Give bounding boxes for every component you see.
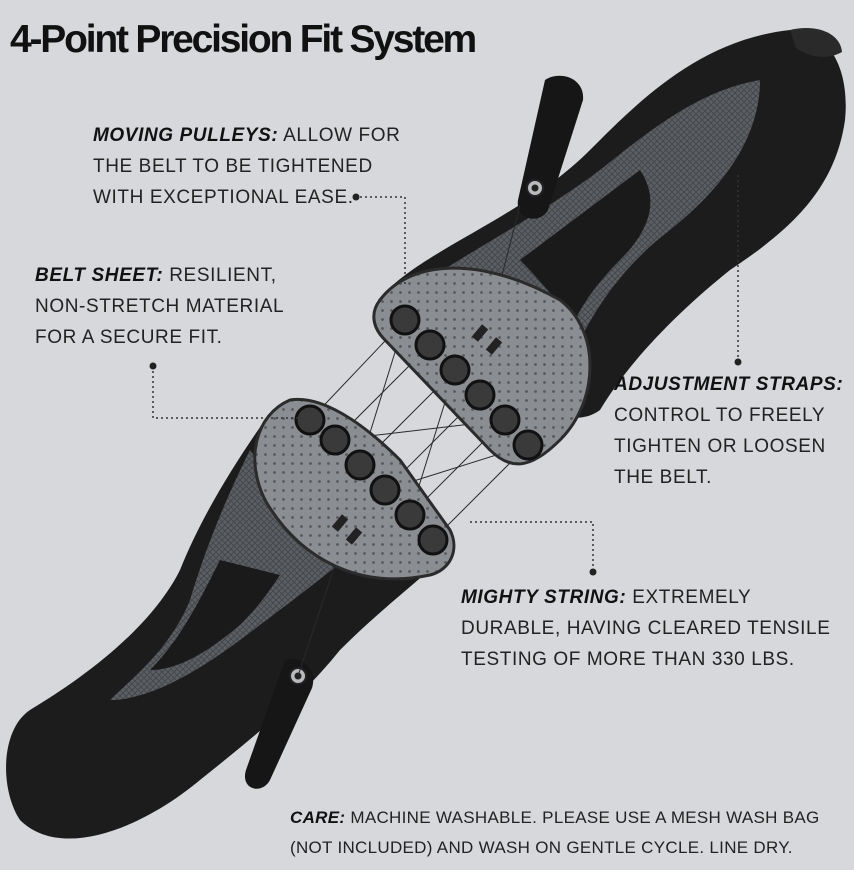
callout-label: CARE: — [290, 808, 346, 827]
callout-text: THE BELT. — [614, 467, 712, 488]
callout-care: CARE: MACHINE WASHABLE. PLEASE USE A MES… — [290, 803, 820, 863]
leader-dots — [149, 193, 742, 576]
leader-lines — [152, 175, 739, 572]
callout-mighty-string: MIGHTY STRING: EXTREMELY DURABLE, HAVING… — [461, 582, 831, 675]
callout-text: RESILIENT, — [169, 265, 277, 286]
callout-text: TIGHTEN OR LOOSEN — [614, 436, 826, 457]
callout-text: NON-STRETCH MATERIAL — [35, 296, 285, 317]
callout-text: MACHINE WASHABLE. PLEASE USE A MESH WASH… — [350, 808, 820, 827]
callout-text: ALLOW FOR — [283, 125, 401, 146]
callout-label: MOVING PULLEYS: — [93, 125, 279, 146]
page-title: 4-Point Precision Fit System — [10, 18, 477, 61]
lower-pulleys — [294, 404, 449, 556]
callout-text: DURABLE, HAVING CLEARED TENSILE — [461, 618, 831, 639]
callout-belt-sheet: BELT SHEET: RESILIENT, NON-STRETCH MATER… — [35, 260, 284, 353]
callout-text: (NOT INCLUDED) AND WASH ON GENTLE CYCLE.… — [290, 838, 793, 857]
upper-pulleys — [389, 304, 544, 461]
callout-text: FOR A SECURE FIT. — [35, 327, 223, 348]
callout-label: MIGHTY STRING: — [461, 587, 627, 608]
callout-label: BELT SHEET: — [35, 265, 164, 286]
lower-pulley-pad — [253, 397, 456, 581]
upper-pulley-pad — [372, 266, 592, 466]
callout-text: TESTING OF MORE THAN 330 LBS. — [461, 649, 795, 670]
callout-text: EXTREMELY — [632, 587, 752, 608]
callout-adjustment-straps: ADJUSTMENT STRAPS: CONTROL TO FREELY TIG… — [614, 369, 843, 493]
callout-label: ADJUSTMENT STRAPS: — [614, 374, 844, 395]
callout-text: CONTROL TO FREELY — [614, 405, 826, 426]
callout-text: THE BELT TO BE TIGHTENED — [93, 156, 373, 177]
callout-text: WITH EXCEPTIONAL EASE. — [93, 187, 354, 208]
callout-moving-pulleys: MOVING PULLEYS: ALLOW FOR THE BELT TO BE… — [93, 120, 400, 213]
